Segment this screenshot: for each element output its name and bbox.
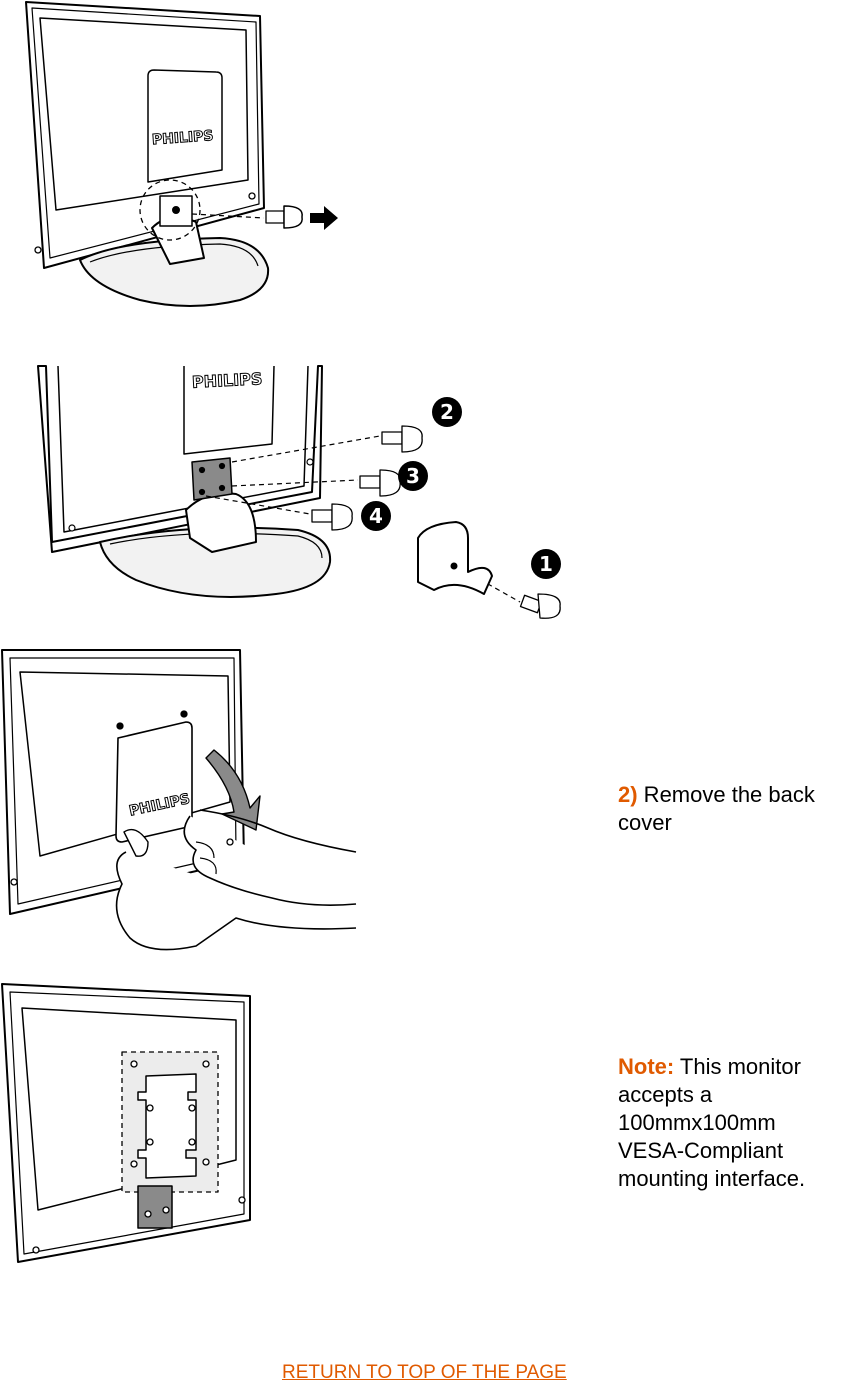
brand-logo: PHILIPS: [191, 369, 262, 392]
callout-1: 1: [539, 552, 553, 576]
figure-remove-back-cover: PHILIPS: [0, 646, 360, 971]
brand-logo: PHILIPS: [151, 128, 214, 148]
arrow-right-icon: [310, 206, 338, 230]
figure-stand-screws: 2 3 4 1 PHILIPS: [36, 362, 576, 624]
curved-arrow-icon: [205, 749, 261, 831]
screw-icon: [265, 205, 303, 229]
note-description: This monitor accepts a 100mmx100mm VESA-…: [618, 1054, 806, 1191]
step-description: Remove the back cover: [618, 782, 815, 835]
callout-4: 4: [369, 504, 383, 528]
note-text: Note: This monitor accepts a 100mmx100mm…: [618, 1053, 841, 1193]
figure-remove-stand-screw: PHILIPS: [20, 0, 350, 315]
return-to-top-link[interactable]: RETURN TO TOP OF THE PAGE: [282, 1362, 567, 1383]
step-2-text: 2) Remove the back cover: [618, 781, 841, 837]
note-label: Note:: [618, 1054, 675, 1079]
callout-3: 3: [406, 464, 420, 488]
step-number: 2): [618, 782, 638, 807]
callout-2: 2: [440, 400, 454, 424]
figure-vesa-interface: [0, 980, 260, 1270]
